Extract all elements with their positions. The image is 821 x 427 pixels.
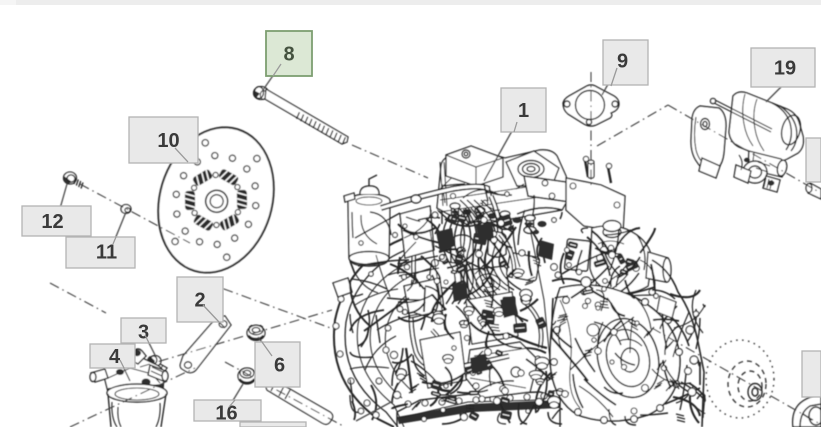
svg-text:4: 4 [109, 346, 121, 368]
svg-text:8: 8 [283, 44, 294, 66]
svg-text:3: 3 [138, 322, 149, 344]
svg-text:2: 2 [194, 290, 205, 312]
svg-text:11: 11 [96, 242, 117, 264]
svg-text:19: 19 [774, 58, 796, 80]
svg-text:10: 10 [157, 130, 179, 152]
svg-text:9: 9 [617, 51, 628, 73]
svg-text:16: 16 [215, 403, 237, 425]
svg-text:6: 6 [274, 355, 285, 377]
svg-text:1: 1 [518, 100, 529, 122]
svg-text:12: 12 [41, 211, 63, 233]
